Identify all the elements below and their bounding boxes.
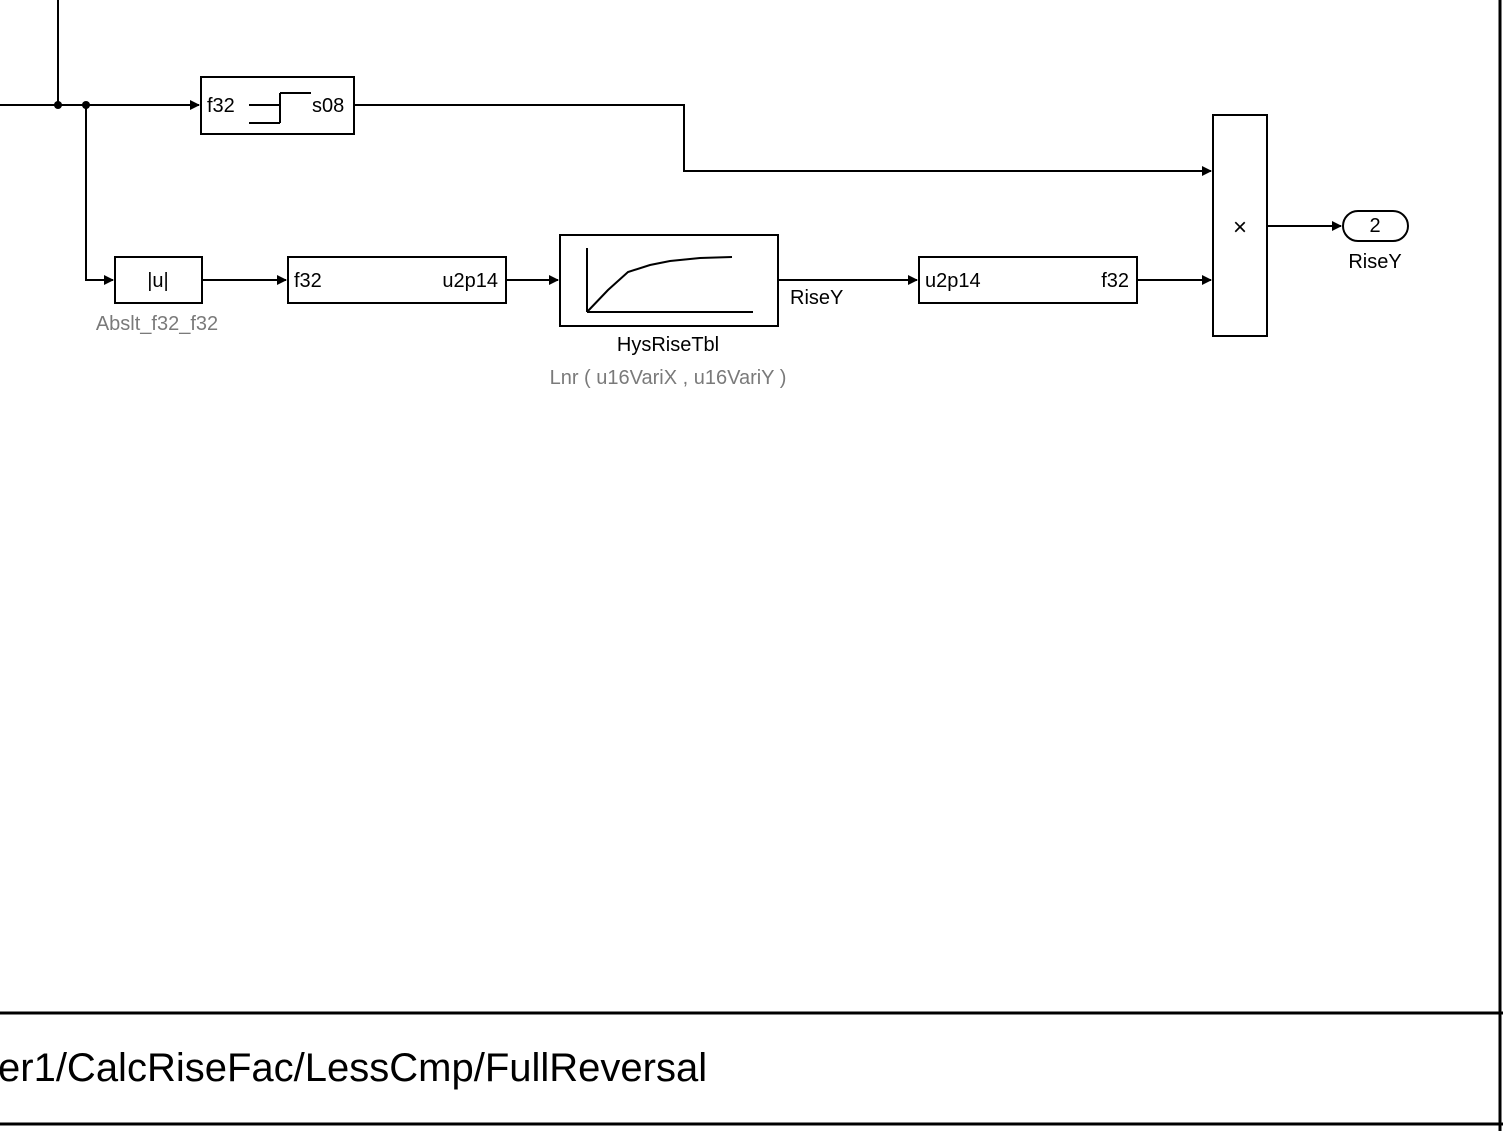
signal-lines	[0, 0, 1342, 285]
convert-f32-out-type: f32	[1101, 270, 1129, 292]
convert-u2p14-in-type: f32	[294, 270, 322, 292]
signal-label-risey: RiseY	[790, 287, 843, 309]
lookup-table-block[interactable]	[559, 234, 779, 327]
abs-symbol: |u|	[147, 270, 169, 292]
outport-block[interactable]: 2	[1342, 210, 1409, 242]
model-path-breadcrumb: er1/CalcRiseFac/LessCmp/FullReversal	[0, 1046, 707, 1090]
convert-s08-block[interactable]: f32 s08	[200, 76, 355, 135]
convert-s08-in-type: f32	[207, 95, 235, 117]
product-block[interactable]: ×	[1212, 114, 1268, 337]
signal-line-to-abs[interactable]	[85, 105, 114, 285]
quantize-icon	[249, 92, 311, 124]
convert-f32-in-type: u2p14	[925, 270, 981, 292]
branch-point	[82, 101, 90, 109]
outport-name: RiseY	[1348, 251, 1401, 273]
convert-u2p14-block[interactable]: f32 u2p14	[287, 256, 507, 304]
lookup-table-params: Lnr ( u16VariX , u16VariY )	[550, 367, 787, 389]
outport-number: 2	[1369, 215, 1380, 237]
signal-line-to-product-in1[interactable]	[354, 104, 1212, 176]
branch-point	[54, 101, 62, 109]
convert-s08-out-type: s08	[312, 95, 344, 117]
lookup-curve-icon	[586, 248, 753, 313]
convert-u2p14-out-type: u2p14	[442, 270, 498, 292]
abs-block-name: Abslt_f32_f32	[96, 313, 218, 335]
convert-f32-block[interactable]: u2p14 f32	[918, 256, 1138, 304]
abs-block[interactable]: |u|	[114, 256, 203, 304]
lookup-table-name: HysRiseTbl	[617, 334, 719, 356]
multiply-icon: ×	[1233, 214, 1247, 241]
